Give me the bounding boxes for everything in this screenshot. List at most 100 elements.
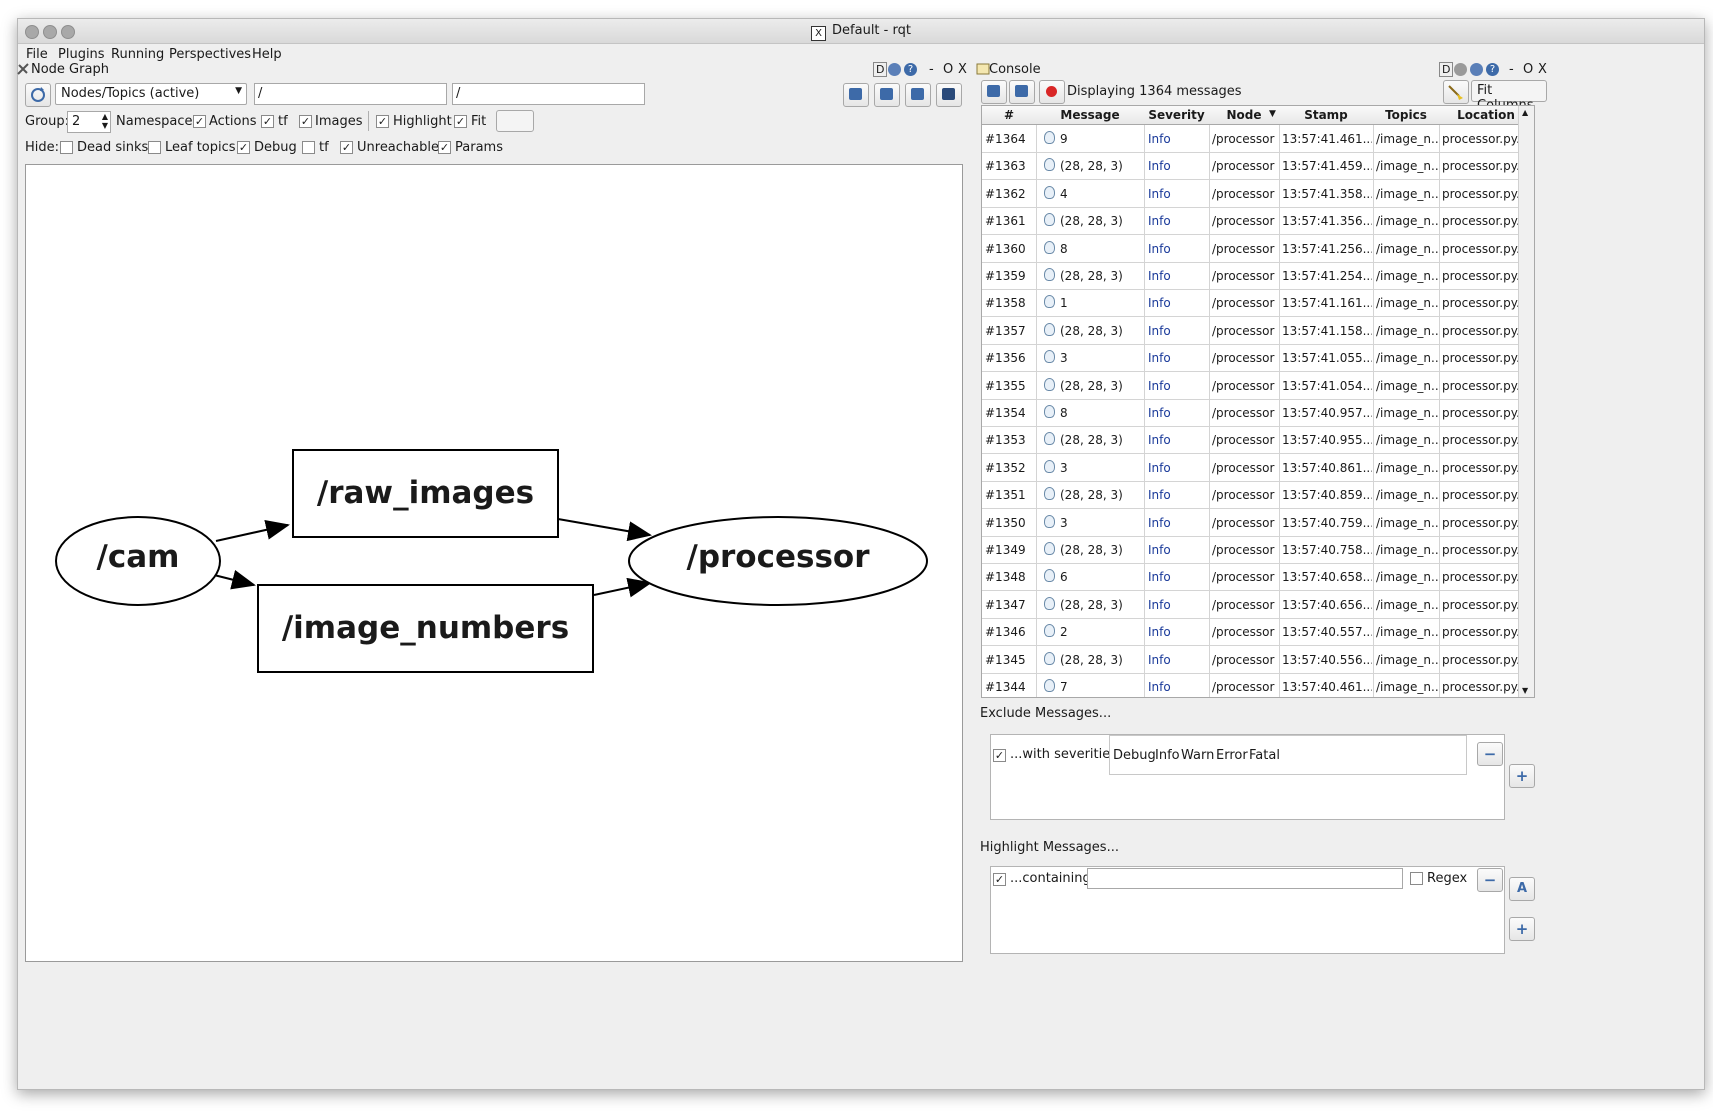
regex-checkbox[interactable] [1410,872,1423,885]
debug-checkbox[interactable]: ✓ [237,141,250,154]
severity-error[interactable]: Error [1216,748,1248,763]
add-exclude-filter-button[interactable]: + [1509,764,1535,788]
menu-running[interactable]: Running [111,47,165,62]
scroll-down-icon[interactable]: ▼ [1522,686,1529,695]
highlight-text-input[interactable] [1087,868,1403,889]
remove-exclude-filter-button[interactable]: − [1477,742,1503,766]
menu-perspectives[interactable]: Perspectives [169,47,252,62]
menu-plugins[interactable]: Plugins [58,47,105,62]
pause-record-button[interactable] [1039,80,1065,104]
help-icon[interactable]: ? [904,63,917,76]
table-scrollbar[interactable]: ▲ ▼ [1518,106,1534,697]
severity-debug[interactable]: Debug [1113,748,1156,763]
spin-down-icon[interactable]: ▼ [101,121,108,130]
load-log-button[interactable] [981,80,1007,104]
tf-checkbox[interactable]: ✓ [261,115,274,128]
images-checkbox[interactable]: ✓ [299,115,312,128]
console-dock-close-button[interactable]: X [1538,62,1547,77]
hide-tf-checkbox[interactable] [302,141,315,154]
severity-info[interactable]: Info [1155,748,1180,763]
highlight-checkbox[interactable]: ✓ [376,115,389,128]
graph-canvas[interactable]: /cam /raw_images /image_numbers /process… [25,164,963,962]
clear-button[interactable] [1443,80,1469,104]
col-header-topics[interactable]: Topics [1385,108,1427,122]
maximize-window-button[interactable] [61,25,75,39]
scroll-up-icon[interactable]: ▲ [1522,108,1529,117]
leaf-topics-checkbox[interactable] [148,141,161,154]
refresh-plugin-icon[interactable] [888,63,901,76]
menu-file[interactable]: File [26,47,48,62]
menu-help[interactable]: Help [252,47,282,62]
save-image-button[interactable] [936,83,962,107]
params-checkbox[interactable]: ✓ [438,141,451,154]
gear-icon[interactable] [1454,63,1467,76]
unreachable-checkbox[interactable]: ✓ [340,141,353,154]
col-header-location[interactable]: Location [1457,108,1515,122]
close-window-button[interactable] [25,25,39,39]
load-dot-button[interactable] [843,83,869,107]
add-highlight-filter-button[interactable]: + [1509,917,1535,941]
node-processor[interactable] [628,516,928,606]
severity-fatal[interactable]: Fatal [1249,748,1280,763]
refresh-graph-button[interactable] [25,83,51,107]
highlight-format-button[interactable]: A [1509,877,1535,901]
severity-list[interactable]: Debug Info Warn Error Fatal [1109,735,1467,775]
remove-highlight-filter-button[interactable]: − [1477,868,1503,892]
dock-d-button[interactable]: D [873,62,888,77]
dock-float-button[interactable]: O [943,62,954,77]
actions-checkbox[interactable]: ✓ [193,115,206,128]
severity-warn[interactable]: Warn [1181,748,1215,763]
exclude-severity-checkbox[interactable]: ✓ [993,749,1006,762]
console-refresh-plugin-icon[interactable] [1470,63,1483,76]
topic-filter-input[interactable]: / [452,83,645,105]
console-dock-float-button[interactable]: O [1523,62,1534,77]
namespace-filter-input[interactable]: / [254,83,447,105]
group-spinbox[interactable]: 2 ▲ ▼ [67,111,111,133]
fit-checkbox[interactable]: ✓ [454,115,467,128]
console-dock-d-button[interactable]: D [1439,62,1454,77]
node-cam[interactable] [55,516,221,606]
dock-close-button[interactable]: X [958,62,967,77]
spin-up-icon[interactable]: ▲ [101,112,108,121]
console-dock-minimize-button[interactable]: - [1509,62,1514,77]
topic-image-numbers[interactable] [257,584,594,673]
col-header-stamp[interactable]: Stamp [1304,108,1348,122]
col-header-id[interactable]: # [1003,108,1015,122]
minimize-window-button[interactable] [43,25,57,39]
col-header-severity[interactable]: Severity [1148,108,1205,122]
graph-type-combo[interactable]: Nodes/Topics (active) ▼ [55,83,247,105]
message-table[interactable]: # Message Severity Node ▼ Stamp Topics L… [981,105,1535,698]
save-svg-button[interactable] [905,83,931,107]
save-log-button[interactable] [1009,80,1035,104]
fit-in-view-button[interactable] [496,110,534,132]
dock-minimize-button[interactable]: - [929,62,934,77]
dead-sinks-checkbox[interactable] [60,141,73,154]
save-dot-button[interactable] [874,83,900,107]
col-header-node[interactable]: Node [1226,108,1262,122]
highlight-text-checkbox[interactable]: ✓ [993,873,1006,886]
topic-raw-images[interactable] [292,449,559,538]
console-help-icon[interactable]: ? [1486,63,1499,76]
fit-columns-button[interactable]: Fit Columns [1471,80,1547,113]
col-header-message[interactable]: Message [1060,108,1120,122]
